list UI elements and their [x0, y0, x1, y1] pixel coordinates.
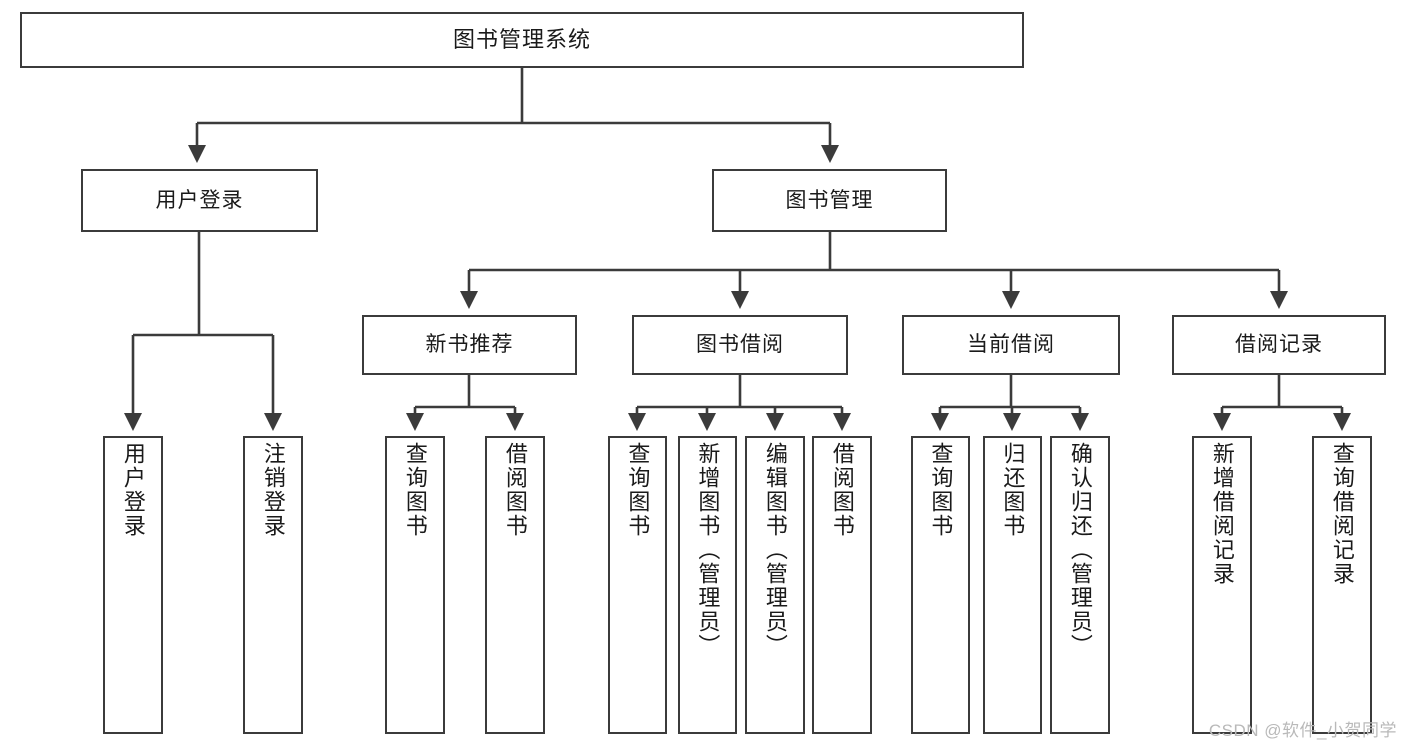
- leaf-label: 查询图书: [928, 442, 954, 538]
- node-current-borrow-label: 当前借阅: [967, 333, 1055, 357]
- leaf-label: 编辑图书（管理员）: [762, 442, 788, 658]
- leaf-label: 新增图书（管理员）: [695, 442, 721, 658]
- leaf-node-return-book[interactable]: 归还图书: [983, 436, 1042, 734]
- node-borrow-record-label: 借阅记录: [1235, 333, 1323, 357]
- node-new-book-rec-label: 新书推荐: [425, 333, 514, 357]
- node-new-book-rec[interactable]: 新书推荐: [362, 315, 577, 375]
- leaf-label: 用户登录: [120, 442, 146, 538]
- leaf-label: 确认归还（管理员）: [1067, 442, 1093, 658]
- leaf-node-add-book[interactable]: 新增图书（管理员）: [678, 436, 737, 734]
- leaf-node-borrow-book-2[interactable]: 借阅图书: [812, 436, 872, 734]
- leaf-node-confirm-return[interactable]: 确认归还（管理员）: [1050, 436, 1110, 734]
- leaf-node-query-book-2[interactable]: 查询图书: [608, 436, 667, 734]
- leaf-label: 查询图书: [625, 442, 651, 538]
- leaf-label: 借阅图书: [502, 442, 528, 538]
- leaf-node-add-record[interactable]: 新增借阅记录: [1192, 436, 1252, 734]
- leaf-label: 注销登录: [260, 442, 286, 538]
- leaf-label: 借阅图书: [829, 442, 855, 538]
- leaf-node-query-book-1[interactable]: 查询图书: [385, 436, 445, 734]
- leaf-label: 归还图书: [1000, 442, 1026, 538]
- node-current-borrow[interactable]: 当前借阅: [902, 315, 1120, 375]
- leaf-node-query-record[interactable]: 查询借阅记录: [1312, 436, 1372, 734]
- leaf-label: 查询图书: [402, 442, 428, 538]
- leaf-node-borrow-book-1[interactable]: 借阅图书: [485, 436, 545, 734]
- leaf-node-query-book-3[interactable]: 查询图书: [911, 436, 970, 734]
- leaf-label: 新增借阅记录: [1209, 442, 1235, 586]
- node-root[interactable]: 图书管理系统: [20, 12, 1024, 68]
- node-book-borrow-label: 图书借阅: [696, 333, 784, 357]
- node-book-manage-label: 图书管理: [785, 188, 874, 212]
- node-book-borrow[interactable]: 图书借阅: [632, 315, 848, 375]
- node-root-label: 图书管理系统: [452, 26, 591, 52]
- node-user-login[interactable]: 用户登录: [81, 169, 318, 232]
- node-book-manage[interactable]: 图书管理: [712, 169, 947, 232]
- leaf-node-logout[interactable]: 注销登录: [243, 436, 303, 734]
- leaf-label: 查询借阅记录: [1329, 442, 1355, 586]
- node-borrow-record[interactable]: 借阅记录: [1172, 315, 1386, 375]
- leaf-node-edit-book[interactable]: 编辑图书（管理员）: [745, 436, 805, 734]
- leaf-node-user-login[interactable]: 用户登录: [103, 436, 163, 734]
- node-user-login-label: 用户登录: [155, 188, 244, 212]
